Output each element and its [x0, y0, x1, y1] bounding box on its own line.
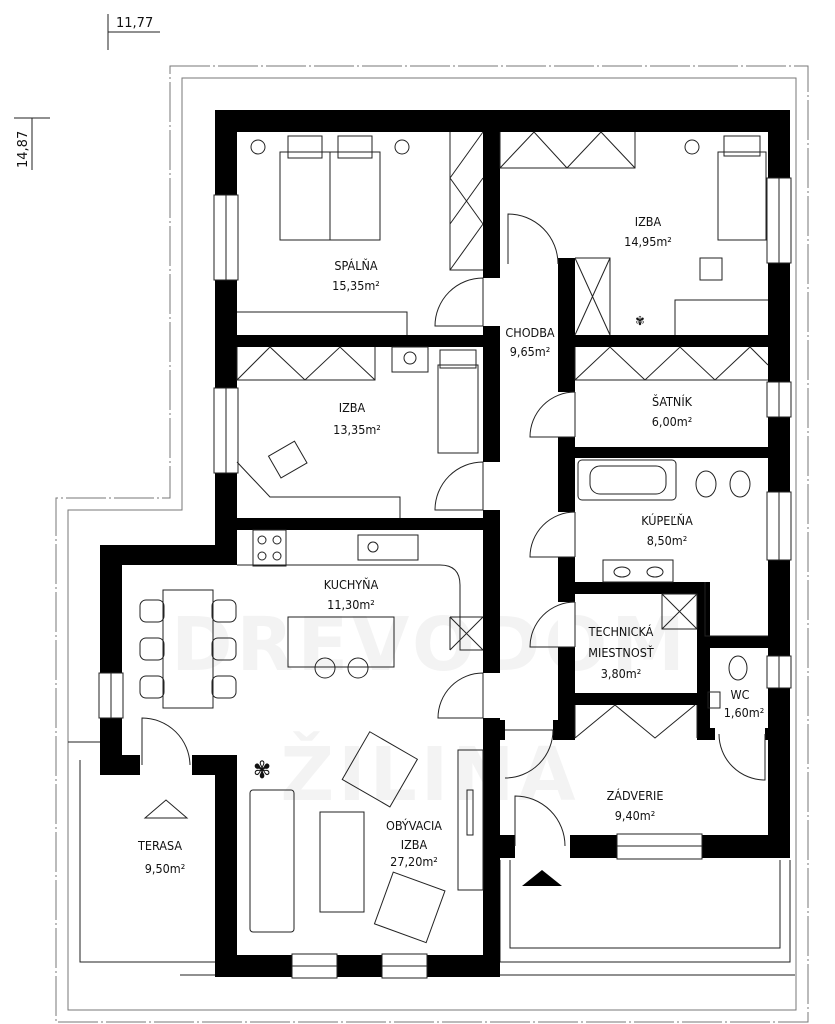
room-terasa-area: 9,50m² — [145, 861, 186, 876]
room-chodba-area: 9,65m² — [510, 344, 551, 359]
room-izba2-name: IZBA — [339, 400, 366, 415]
room-wc-area: 1,60m² — [724, 705, 765, 720]
room-kuchyna-area: 11,30m² — [327, 597, 375, 612]
dimension-depth-label: 14,87 — [16, 131, 31, 168]
room-technicka-name1: TECHNICKÁ — [588, 624, 654, 639]
plant-icon: ✾ — [253, 756, 271, 784]
room-obyvacia-name2: IZBA — [401, 837, 428, 852]
doors[interactable] — [140, 213, 766, 858]
room-spalna-name: SPÁLŇA — [334, 258, 377, 273]
room-terasa-name: TERASA — [137, 838, 182, 853]
entrance-arrow-icon — [522, 870, 562, 886]
room-satnik-name: ŠATNÍK — [652, 394, 693, 409]
room-wc-name: WC — [731, 687, 750, 702]
watermark-line2: ŽILINA — [280, 730, 579, 818]
room-kupelna-name: KÚPEĽŇA — [641, 513, 693, 528]
room-zadverie-name: ZÁDVERIE — [607, 788, 664, 803]
room-izba2-area: 13,35m² — [333, 422, 381, 437]
room-technicka-area: 3,80m² — [601, 666, 642, 681]
dimension-width-label: 11,77 — [116, 16, 153, 31]
room-izba1-name: IZBA — [635, 214, 662, 229]
watermark-line1: DREVODOM — [171, 602, 689, 688]
room-chodba-name: CHODBA — [505, 325, 555, 340]
room-spalna-area: 15,35m² — [332, 278, 380, 293]
room-izba1-area: 14,95m² — [624, 234, 672, 249]
room-kupelna-area: 8,50m² — [647, 533, 688, 548]
dimension-depth: 14,87 — [14, 117, 50, 170]
windows — [98, 177, 792, 979]
room-satnik-area: 6,00m² — [652, 414, 693, 429]
plant-icon: ✾ — [635, 313, 644, 328]
roof-outline — [55, 65, 809, 1023]
room-obyvacia-name1: OBÝVACIA — [386, 818, 442, 833]
room-technicka-name2: MIESTNOSŤ — [588, 645, 654, 660]
furniture: ✾ ✾ — [139, 131, 769, 944]
dimension-width: 11,77 — [107, 14, 160, 50]
room-zadverie-area: 9,40m² — [615, 808, 656, 823]
room-obyvacia-area: 27,20m² — [390, 854, 438, 869]
room-labels: SPÁLŇA 15,35m² IZBA 14,95m² CHODBA 9,65m… — [137, 214, 764, 876]
room-kuchyna-name: KUCHYŇA — [324, 577, 379, 592]
